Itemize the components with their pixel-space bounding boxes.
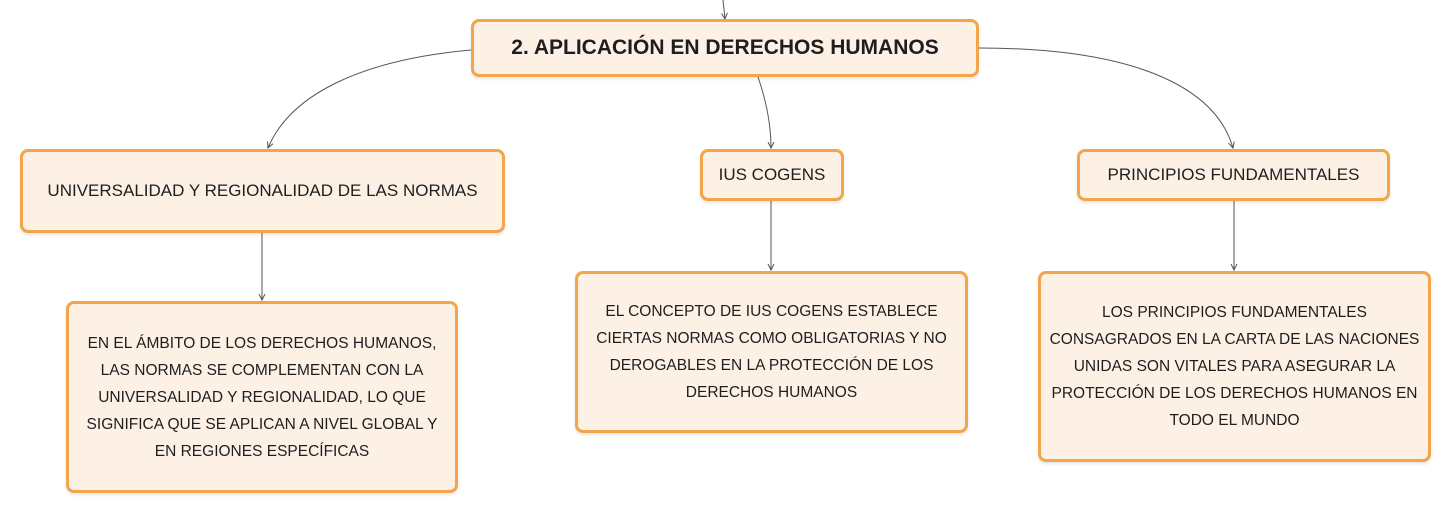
node-universalidad-regionalidad[interactable]: UNIVERSALIDAD Y REGIONALIDAD DE LAS NORM… [20,149,505,233]
connector-root-to-principios [978,47,1233,148]
detail-principios-fundamentales-text: LOS PRINCIPIOS FUNDAMENTALES CONSAGRADOS… [1049,304,1420,429]
detail-principios-fundamentales[interactable]: LOS PRINCIPIOS FUNDAMENTALES CONSAGRADOS… [1038,271,1431,462]
node-ius-cogens[interactable]: IUS COGENS [700,149,844,201]
root-node[interactable]: 2. APLICACIÓN EN DERECHOS HUMANOS [471,19,979,77]
node-ius-cogens-label: IUS COGENS [718,165,826,184]
detail-universalidad-regionalidad-text: EN EL ÁMBITO DE LOS DERECHOS HUMANOS, LA… [86,334,438,460]
node-universalidad-regionalidad-label: UNIVERSALIDAD Y REGIONALIDAD DE LAS NORM… [47,181,478,200]
root-node-label: 2. APLICACIÓN EN DERECHOS HUMANOS [511,36,939,59]
detail-universalidad-regionalidad[interactable]: EN EL ÁMBITO DE LOS DERECHOS HUMANOS, LA… [66,301,458,493]
detail-ius-cogens-text: EL CONCEPTO DE IUS COGENS ESTABLECE CIER… [596,303,947,401]
connector-root-to-universalidad [268,49,472,148]
detail-ius-cogens[interactable]: EL CONCEPTO DE IUS COGENS ESTABLECE CIER… [575,271,968,433]
connector-root-to-ius-cogens [757,76,771,148]
node-principios-fundamentales-label: PRINCIPIOS FUNDAMENTALES [1107,165,1360,184]
incoming-connector [723,0,725,19]
node-principios-fundamentales[interactable]: PRINCIPIOS FUNDAMENTALES [1077,149,1390,201]
